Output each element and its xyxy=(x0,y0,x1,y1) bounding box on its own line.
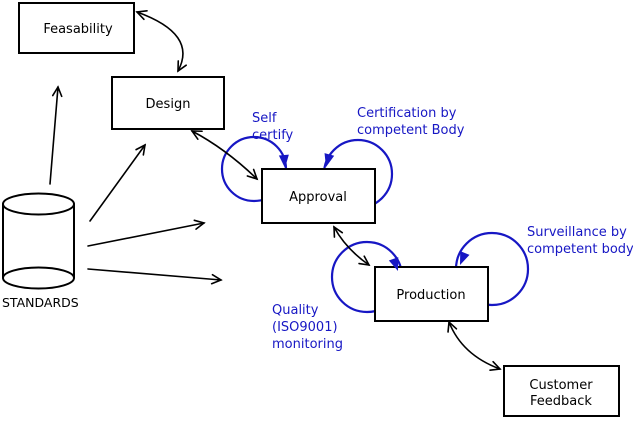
cylinder-body xyxy=(4,204,73,278)
customer-feedback-label-line2: Feedback xyxy=(530,394,592,409)
feasability-box xyxy=(18,2,135,54)
self-certify-line1: Self xyxy=(252,111,277,126)
cylinder-bottom-ellipse xyxy=(2,266,75,290)
node-design: Design xyxy=(111,76,225,130)
arrow-standards-approval xyxy=(87,219,206,247)
node-standards: STANDARDS xyxy=(2,192,79,310)
arrow-design-approval xyxy=(190,130,259,181)
customer-feedback-box xyxy=(503,365,620,417)
certification-line2: competent Body xyxy=(357,123,465,138)
customer-feedback-label-line1: Customer xyxy=(529,378,593,393)
annotation-quality: Quality (ISO9001) monitoring xyxy=(272,303,343,352)
certification-line1: Certification by xyxy=(357,106,457,121)
design-label: Design xyxy=(146,97,191,112)
arrow-approval-production xyxy=(333,225,371,267)
design-box xyxy=(111,76,225,130)
self-certify-line2: certify xyxy=(252,128,294,143)
self-certify-arrowhead-icon xyxy=(278,154,289,168)
node-customer-feedback: Customer Feedback xyxy=(503,365,620,417)
quality-line3: monitoring xyxy=(272,337,343,352)
annotation-surveillance: Surveillance by competent body xyxy=(527,225,633,257)
arrow-standards-design xyxy=(89,143,147,222)
quality-arrowhead-icon xyxy=(388,257,399,271)
cylinder-top-ellipse xyxy=(2,192,75,216)
approval-box xyxy=(261,168,376,224)
arrow-feasability-design xyxy=(135,10,187,73)
surveillance-arrowhead-icon xyxy=(460,251,470,265)
arrow-standards-feasability xyxy=(49,85,63,185)
production-box xyxy=(374,266,489,322)
surveillance-line2: competent body xyxy=(527,242,633,257)
annotation-certification: Certification by competent Body xyxy=(357,106,465,138)
feasability-label: Feasability xyxy=(43,22,113,37)
production-label: Production xyxy=(396,288,465,303)
approval-label: Approval xyxy=(289,190,347,205)
surveillance-line1: Surveillance by xyxy=(527,225,627,240)
arrow-production-customer-feedback xyxy=(447,320,502,371)
quality-line2: (ISO9001) xyxy=(272,320,338,335)
annotation-self-certify: Self certify xyxy=(252,111,294,143)
arrow-standards-production xyxy=(87,268,223,285)
node-production: Production xyxy=(374,266,489,322)
node-feasability: Feasability xyxy=(18,2,135,54)
standards-label: STANDARDS xyxy=(2,295,79,310)
quality-line1: Quality xyxy=(272,303,319,318)
node-approval: Approval xyxy=(261,168,376,224)
certification-arrowhead-icon xyxy=(324,153,335,167)
